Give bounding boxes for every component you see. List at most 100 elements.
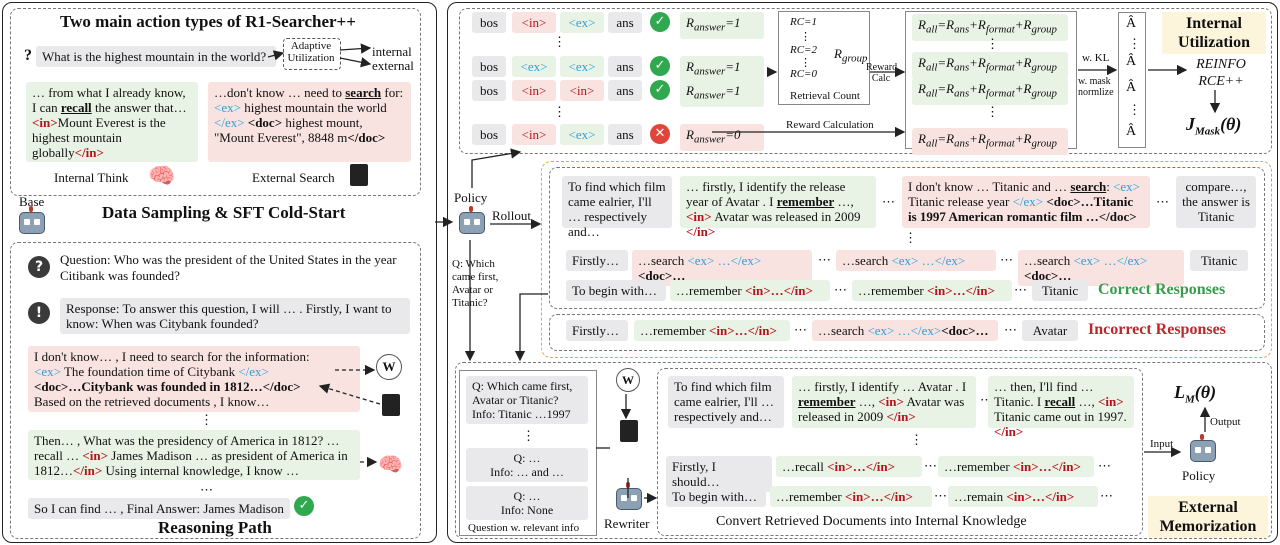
resp-r2-a: I don't know … Titanic and … — [908, 179, 1068, 194]
lm-theta: (θ) — [1194, 382, 1217, 402]
left-panel — [2, 2, 437, 543]
reward-ans: ans — [608, 80, 642, 101]
reward-sub: answer — [693, 21, 726, 34]
reward-tag-a: <in> — [512, 80, 556, 101]
internal-recall: recall — [60, 100, 92, 115]
c2-ex-2: <ex> …</ex> — [891, 253, 966, 268]
mask-label: w. mask normlize — [1078, 76, 1114, 98]
question-text: What is the highest mountain in the worl… — [36, 46, 276, 67]
in-tag-open: <in> — [32, 115, 58, 130]
lb-step2-c-pre: 1812… — [34, 463, 73, 478]
mem-l2-seg2: …remember <in>…</in> — [938, 456, 1094, 477]
r-all-part: R — [918, 131, 926, 146]
lb-step2-in-close: </in> — [73, 463, 103, 478]
reward-r: R — [686, 127, 694, 142]
doc-tag: <doc> — [247, 115, 283, 130]
resp-r2-ex: <ex> — [1113, 179, 1141, 194]
reward-r: R — [686, 83, 694, 98]
final-check-icon: ✓ — [294, 496, 314, 516]
correct-responses-box — [549, 167, 1265, 309]
reward-tag-b: <ex> — [560, 124, 604, 145]
reward-vdots-1: ⋮ — [553, 34, 566, 49]
mem-2: … firstly, I identify … Avatar . I remem… — [792, 376, 976, 428]
lb-step1-doc: <doc>…Citybank was founded in 1812…</doc… — [34, 379, 301, 394]
mem-l3-r2: …remain — [954, 489, 1004, 504]
r-all-part: group — [1031, 137, 1057, 150]
mem-l2-r2: …remember — [944, 459, 1010, 474]
mem-3-in: <in> — [1098, 394, 1124, 409]
resp-r1-b: …, — [837, 194, 854, 209]
in-tag-close: </in> — [74, 145, 104, 160]
mem-l3-start: To begin with… — [666, 486, 766, 507]
policy-label: Policy — [454, 190, 488, 205]
check-icon: ✓ — [650, 56, 670, 76]
mem-l3-seg2: …remain <in>…</in> — [948, 486, 1098, 507]
mem-3-recall: recall — [1044, 394, 1076, 409]
external-search: search — [345, 85, 382, 100]
mem-l2-in2: <in>…</in> — [1012, 459, 1081, 474]
question-mark-icon: ? — [24, 47, 32, 64]
resp-vdots: ⋮ — [904, 230, 917, 245]
mem-l2-r: …recall — [782, 459, 824, 474]
mem-l2-in: <in>…</in> — [827, 459, 896, 474]
j-mask: JMask(θ) — [1186, 114, 1241, 138]
c2-doc-3: <doc>… — [1024, 268, 1072, 283]
reward-bos: bos — [472, 80, 506, 101]
r-all-part: ans — [954, 87, 970, 100]
c3-ellip-2: ⋯ — [1014, 282, 1027, 297]
c2-ellip-2: ⋯ — [1000, 252, 1013, 267]
reward-tag-a: <in> — [512, 124, 556, 145]
reward-answer-value: Ranswer=1 — [680, 12, 764, 39]
external-text-4: highest mount, "Mount Everest", 8848 m — [214, 115, 363, 145]
mem-2-in: <in> — [878, 394, 904, 409]
external-text-2: for: — [384, 85, 404, 100]
resp-r1: … firstly, I identify the release year o… — [680, 176, 876, 239]
reward-answer-value: Ranswer=0 — [680, 124, 764, 151]
r-all-part: group — [1031, 23, 1057, 36]
r-all-part: all — [925, 87, 938, 100]
c2-start: Firstly… — [566, 250, 628, 271]
mem-3-in-close: </in> — [994, 424, 1024, 439]
info-vdots: ⋮ — [522, 428, 535, 443]
r-all-vdots: ⋮ — [986, 104, 999, 119]
rc-vdots-2: ⋮ — [800, 57, 811, 69]
r-all-part: format — [985, 61, 1015, 74]
lm-sub: M — [1185, 393, 1195, 406]
c2-seg-2: …search <ex> …</ex> — [836, 250, 996, 271]
c2-end: Titanic — [1190, 250, 1248, 271]
c2-s2: …search — [842, 253, 889, 268]
c3-r1: …remember — [676, 283, 742, 298]
ic-seg-2: …search <ex> …</ex><doc>… — [812, 320, 998, 341]
retrieval-count-box — [778, 11, 870, 105]
c3-seg-1: …remember <in>…</in> — [670, 280, 830, 301]
advantage-value: Â — [1126, 80, 1137, 95]
lb-step1-ex: <ex> — [34, 364, 61, 379]
convert-label: Convert Retrieved Documents into Interna… — [716, 514, 1027, 529]
reward-sub: answer — [693, 65, 726, 78]
resp-r1-in-close: </in> — [686, 224, 716, 239]
reasoning-path-box — [10, 242, 421, 539]
c3-ellip-1: ⋯ — [834, 282, 847, 297]
reasoning-path-title: Reasoning Path — [158, 518, 272, 537]
documents-icon — [382, 394, 400, 416]
reward-answer-value: Ranswer=1 — [680, 56, 764, 83]
r-all-part: R — [918, 17, 926, 32]
r-all-part: +R — [1014, 131, 1032, 146]
r-group-sub: group — [841, 52, 868, 65]
external-label: external — [372, 58, 414, 73]
ic-s: …search — [818, 323, 865, 338]
lb-step2-in: <in> — [82, 448, 109, 463]
advantage-vdots: ⋮ — [1128, 36, 1141, 51]
r-all-part: group — [1031, 87, 1057, 100]
r-all-part: +R — [969, 17, 986, 32]
r-all-part: +R — [1014, 55, 1032, 70]
action-types-box — [10, 8, 421, 196]
r-all-part: =R — [937, 81, 955, 96]
r-group-r: R — [834, 46, 842, 61]
c2-doc: <doc>… — [638, 268, 686, 283]
r-all-part: ans — [954, 23, 970, 36]
info-box — [459, 370, 597, 536]
lb-step2: Then… , What was the presidency of Ameri… — [28, 430, 360, 480]
reward-tag-a: <ex> — [512, 56, 556, 77]
resp-r2-b: : — [1106, 179, 1110, 194]
